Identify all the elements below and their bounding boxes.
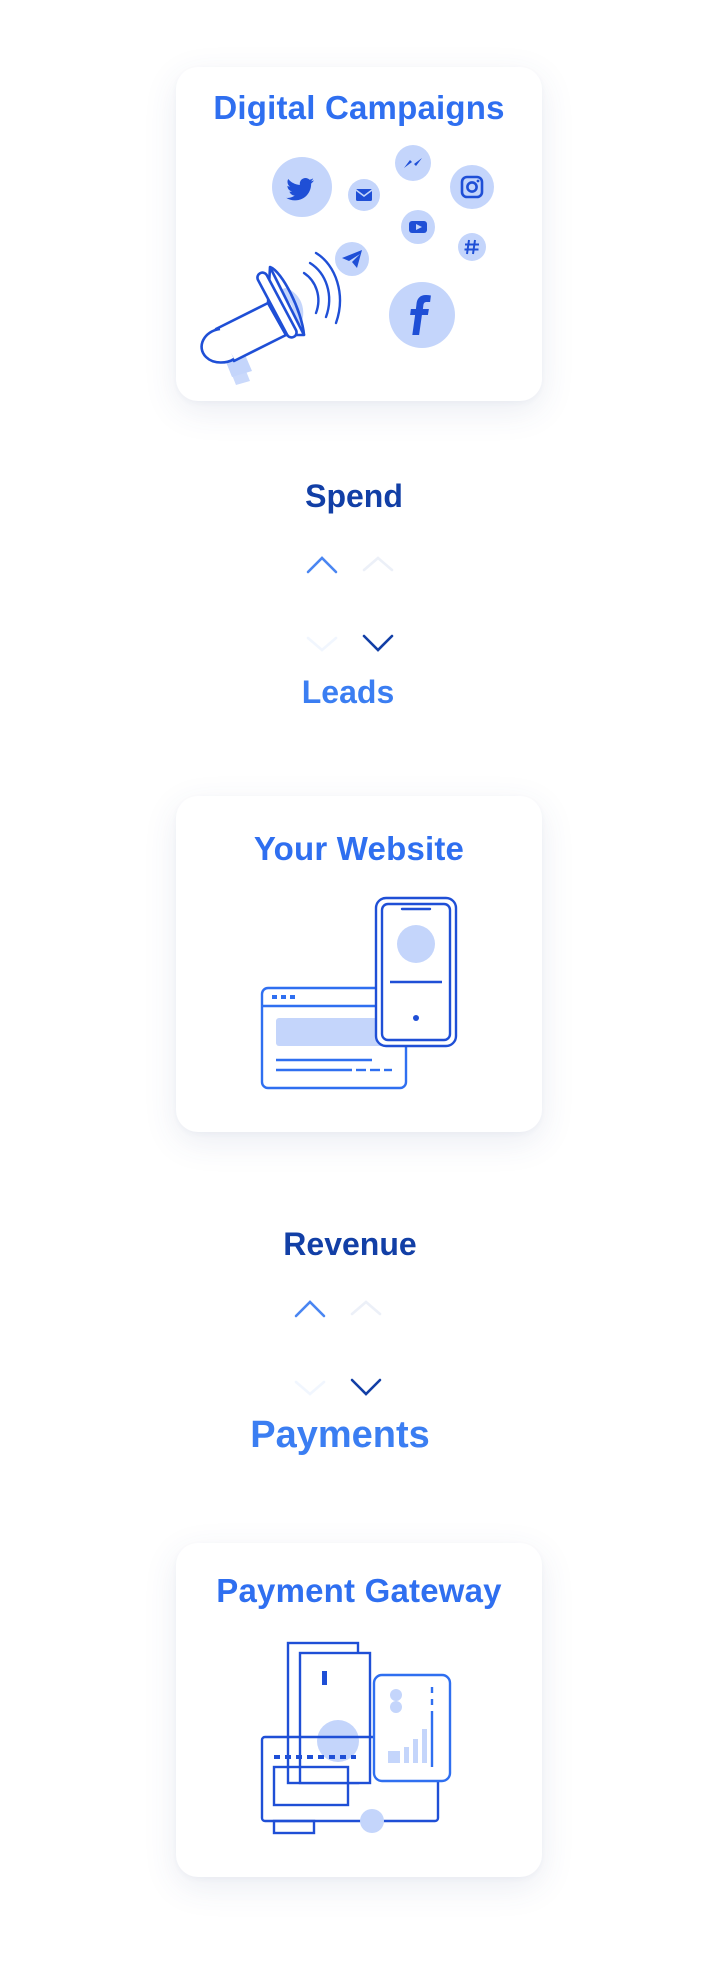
card-payment-gateway: Payment Gateway xyxy=(176,1543,542,1877)
hashtag-icon xyxy=(458,233,486,261)
flow-arrows-2 xyxy=(294,1300,382,1396)
facebook-icon xyxy=(389,282,455,348)
payment-illustration xyxy=(260,1641,452,1835)
flow-arrows-1 xyxy=(306,556,394,652)
instagram-icon xyxy=(450,165,494,209)
megaphone-icon xyxy=(200,251,342,385)
arrow-up-icon xyxy=(306,556,338,652)
flow-label-spend: Spend xyxy=(305,478,403,514)
messenger-icon xyxy=(395,145,431,181)
flow-label-revenue: Revenue xyxy=(283,1226,417,1262)
youtube-icon xyxy=(401,210,435,244)
card-terminal-icon xyxy=(372,1673,452,1783)
card-title-digital-campaigns: Digital Campaigns xyxy=(213,89,505,126)
arrow-down-icon xyxy=(362,556,394,652)
telegram-icon xyxy=(335,242,369,276)
arrow-down-icon xyxy=(350,1300,382,1396)
card-title-your-website: Your Website xyxy=(253,830,465,867)
email-icon xyxy=(348,179,380,211)
arrow-up-icon xyxy=(294,1300,326,1396)
card-your-website: Your Website xyxy=(176,796,542,1132)
flow-label-payments: Payments xyxy=(250,1414,430,1456)
campaigns-illustration xyxy=(200,145,494,385)
receipt-icon xyxy=(286,1641,372,1785)
cash-register-icon xyxy=(260,1735,440,1835)
flow-label-leads: Leads xyxy=(301,674,395,710)
card-digital-campaigns: Digital Campaigns xyxy=(176,67,542,401)
smartphone-icon xyxy=(374,896,458,1048)
browser-window-icon xyxy=(260,986,408,1090)
twitter-icon xyxy=(272,157,332,217)
card-title-payment-gateway: Payment Gateway xyxy=(216,1572,502,1609)
website-illustration xyxy=(260,896,458,1090)
